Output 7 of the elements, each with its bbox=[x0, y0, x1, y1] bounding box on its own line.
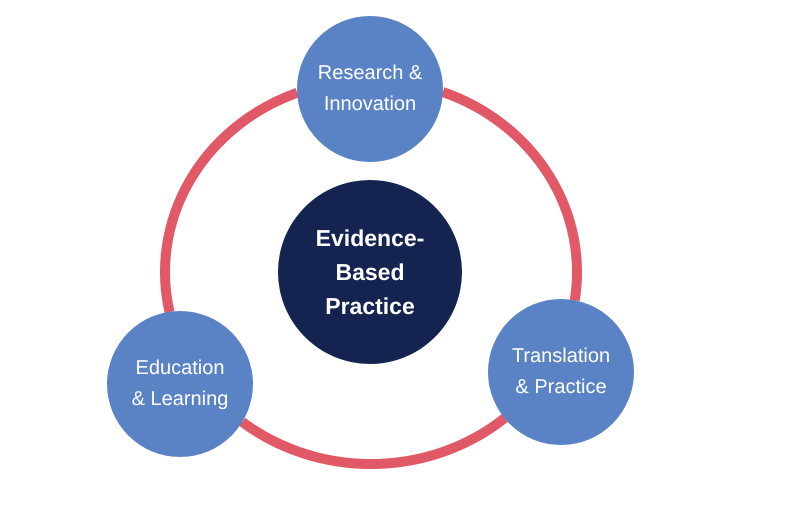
ring-segment bbox=[240, 414, 508, 469]
ring-segment bbox=[160, 88, 300, 313]
ring-segment bbox=[440, 87, 582, 301]
circle-label: Research & Innovation bbox=[316, 61, 424, 117]
circle-label: Translation & Practice bbox=[510, 344, 612, 400]
circle-label: Evidence-Based Practice bbox=[314, 224, 426, 321]
circle-label: Education & Learning bbox=[130, 356, 230, 412]
